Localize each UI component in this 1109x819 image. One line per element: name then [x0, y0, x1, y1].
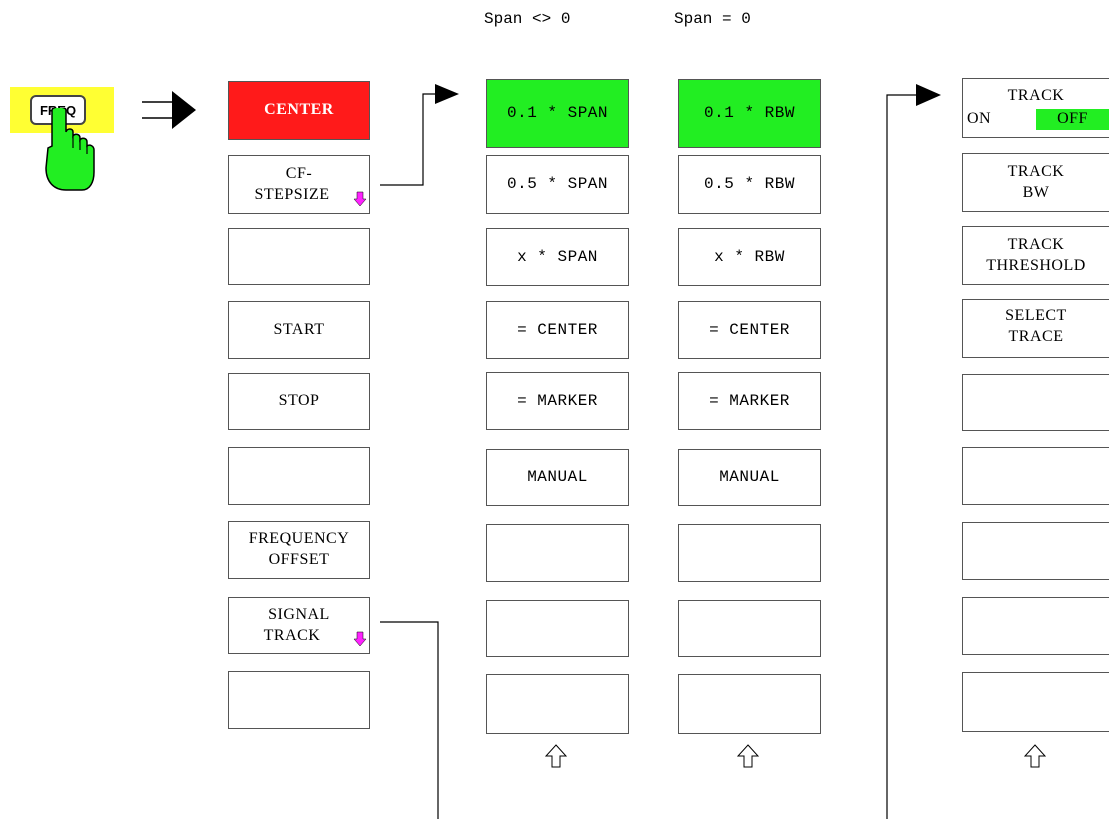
softkey-span-marker[interactable]: = MARKER: [486, 372, 629, 430]
softkey-rbw-center[interactable]: = CENTER: [678, 301, 821, 359]
softkey-span-blank-1[interactable]: [486, 524, 629, 582]
header-span-ne-0: Span <> 0: [484, 10, 571, 28]
up-arrow-icon[interactable]: [1024, 743, 1046, 769]
up-arrow-icon[interactable]: [545, 743, 567, 769]
softkey-span-blank-2[interactable]: [486, 600, 629, 657]
softkey-track-threshold[interactable]: TRACK THRESHOLD: [962, 226, 1109, 285]
softkey-0-5-rbw[interactable]: 0.5 * RBW: [678, 155, 821, 214]
softkey-track-blank-3[interactable]: [962, 522, 1109, 580]
softkey-0-5-span[interactable]: 0.5 * SPAN: [486, 155, 629, 214]
softkey-track-on-off[interactable]: TRACK ON OFF: [962, 78, 1109, 138]
arrow-right-icon: [916, 84, 941, 106]
softkey-span-center[interactable]: = CENTER: [486, 301, 629, 359]
softkey-0-1-span[interactable]: 0.1 * SPAN: [486, 79, 629, 148]
arrow-right-icon: [435, 84, 459, 104]
submenu-arrow-icon: [353, 631, 367, 647]
softkey-x-rbw[interactable]: x * RBW: [678, 228, 821, 286]
softkey-rbw-manual[interactable]: MANUAL: [678, 449, 821, 506]
stepsize-connector: [380, 93, 437, 186]
double-arrow-icon: [142, 91, 196, 129]
softkey-stop[interactable]: STOP: [228, 373, 370, 430]
softkey-center[interactable]: CENTER: [228, 81, 370, 140]
softkey-x-span[interactable]: x * SPAN: [486, 228, 629, 286]
softkey-rbw-blank-2[interactable]: [678, 600, 821, 657]
submenu-arrow-icon: [353, 191, 367, 207]
softkey-track-blank-1[interactable]: [962, 374, 1109, 431]
hand-pointer-icon: [45, 108, 95, 191]
signal-track-connector: [380, 621, 439, 819]
header-span-eq-0: Span = 0: [674, 10, 751, 28]
track-on-label: ON: [967, 110, 992, 127]
softkey-track-blank-4[interactable]: [962, 597, 1109, 655]
softkey-frequency-offset[interactable]: FREQUENCY OFFSET: [228, 521, 370, 579]
softkey-track-blank-5[interactable]: [962, 672, 1109, 732]
track-off-label: OFF: [1036, 109, 1109, 130]
softkey-select-trace[interactable]: SELECT TRACE: [962, 299, 1109, 358]
softkey-blank-1[interactable]: [228, 228, 370, 285]
softkey-blank-2[interactable]: [228, 447, 370, 505]
softkey-track-blank-2[interactable]: [962, 447, 1109, 505]
softkey-rbw-marker[interactable]: = MARKER: [678, 372, 821, 430]
softkey-signal-track[interactable]: SIGNAL TRACK: [228, 597, 370, 654]
softkey-blank-3[interactable]: [228, 671, 370, 729]
track-toggle: ON OFF: [963, 109, 1109, 130]
softkey-track-bw[interactable]: TRACK BW: [962, 153, 1109, 212]
softkey-start[interactable]: START: [228, 301, 370, 359]
softkey-span-blank-3[interactable]: [486, 674, 629, 734]
softkey-rbw-blank-1[interactable]: [678, 524, 821, 582]
up-arrow-icon[interactable]: [737, 743, 759, 769]
softkey-span-manual[interactable]: MANUAL: [486, 449, 629, 506]
softkey-rbw-blank-3[interactable]: [678, 674, 821, 734]
softkey-cf-stepsize[interactable]: CF- STEPSIZE: [228, 155, 370, 214]
track-connector: [886, 94, 918, 819]
softkey-0-1-rbw[interactable]: 0.1 * RBW: [678, 79, 821, 148]
